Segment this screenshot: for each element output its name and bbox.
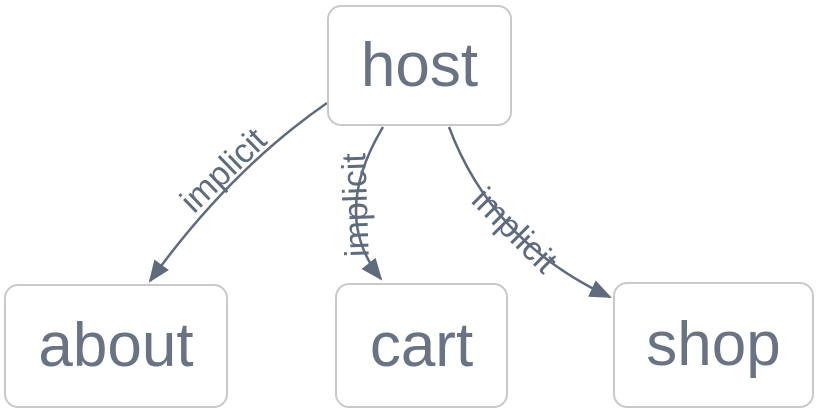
node-about-label: about [38,311,194,380]
node-cart[interactable]: cart [335,283,508,408]
edge-host-cart [354,126,385,281]
edge-label-host-cart: implicit [335,152,377,258]
node-host[interactable]: host [327,5,512,126]
node-about[interactable]: about [4,284,228,408]
node-shop-label: shop [646,310,781,379]
node-shop[interactable]: shop [613,282,814,408]
edge-label-host-about: implicit [173,120,275,220]
edge-host-shop [447,126,612,299]
node-cart-label: cart [369,310,474,380]
node-host-label: host [360,30,479,100]
edge-label-host-shop: implicit [464,180,565,281]
edge-host-about [148,101,328,283]
